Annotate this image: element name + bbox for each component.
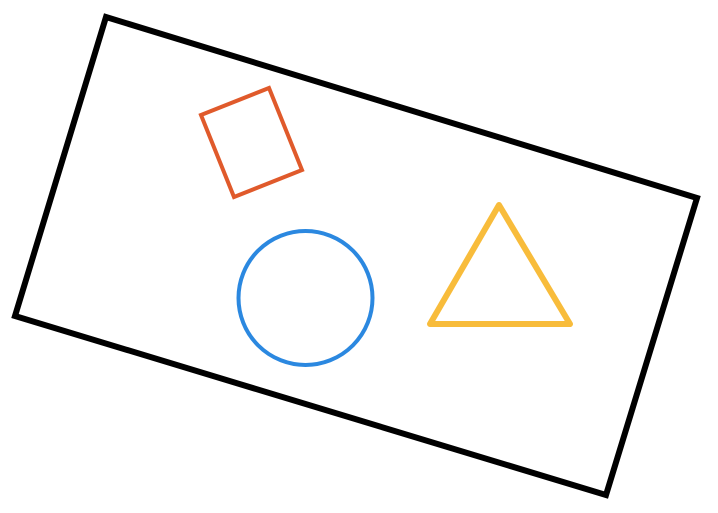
red-square — [198, 85, 305, 200]
blue-circle — [236, 229, 375, 367]
outer-rotated-rectangle — [11, 13, 701, 499]
yellow-triangle — [427, 202, 573, 327]
